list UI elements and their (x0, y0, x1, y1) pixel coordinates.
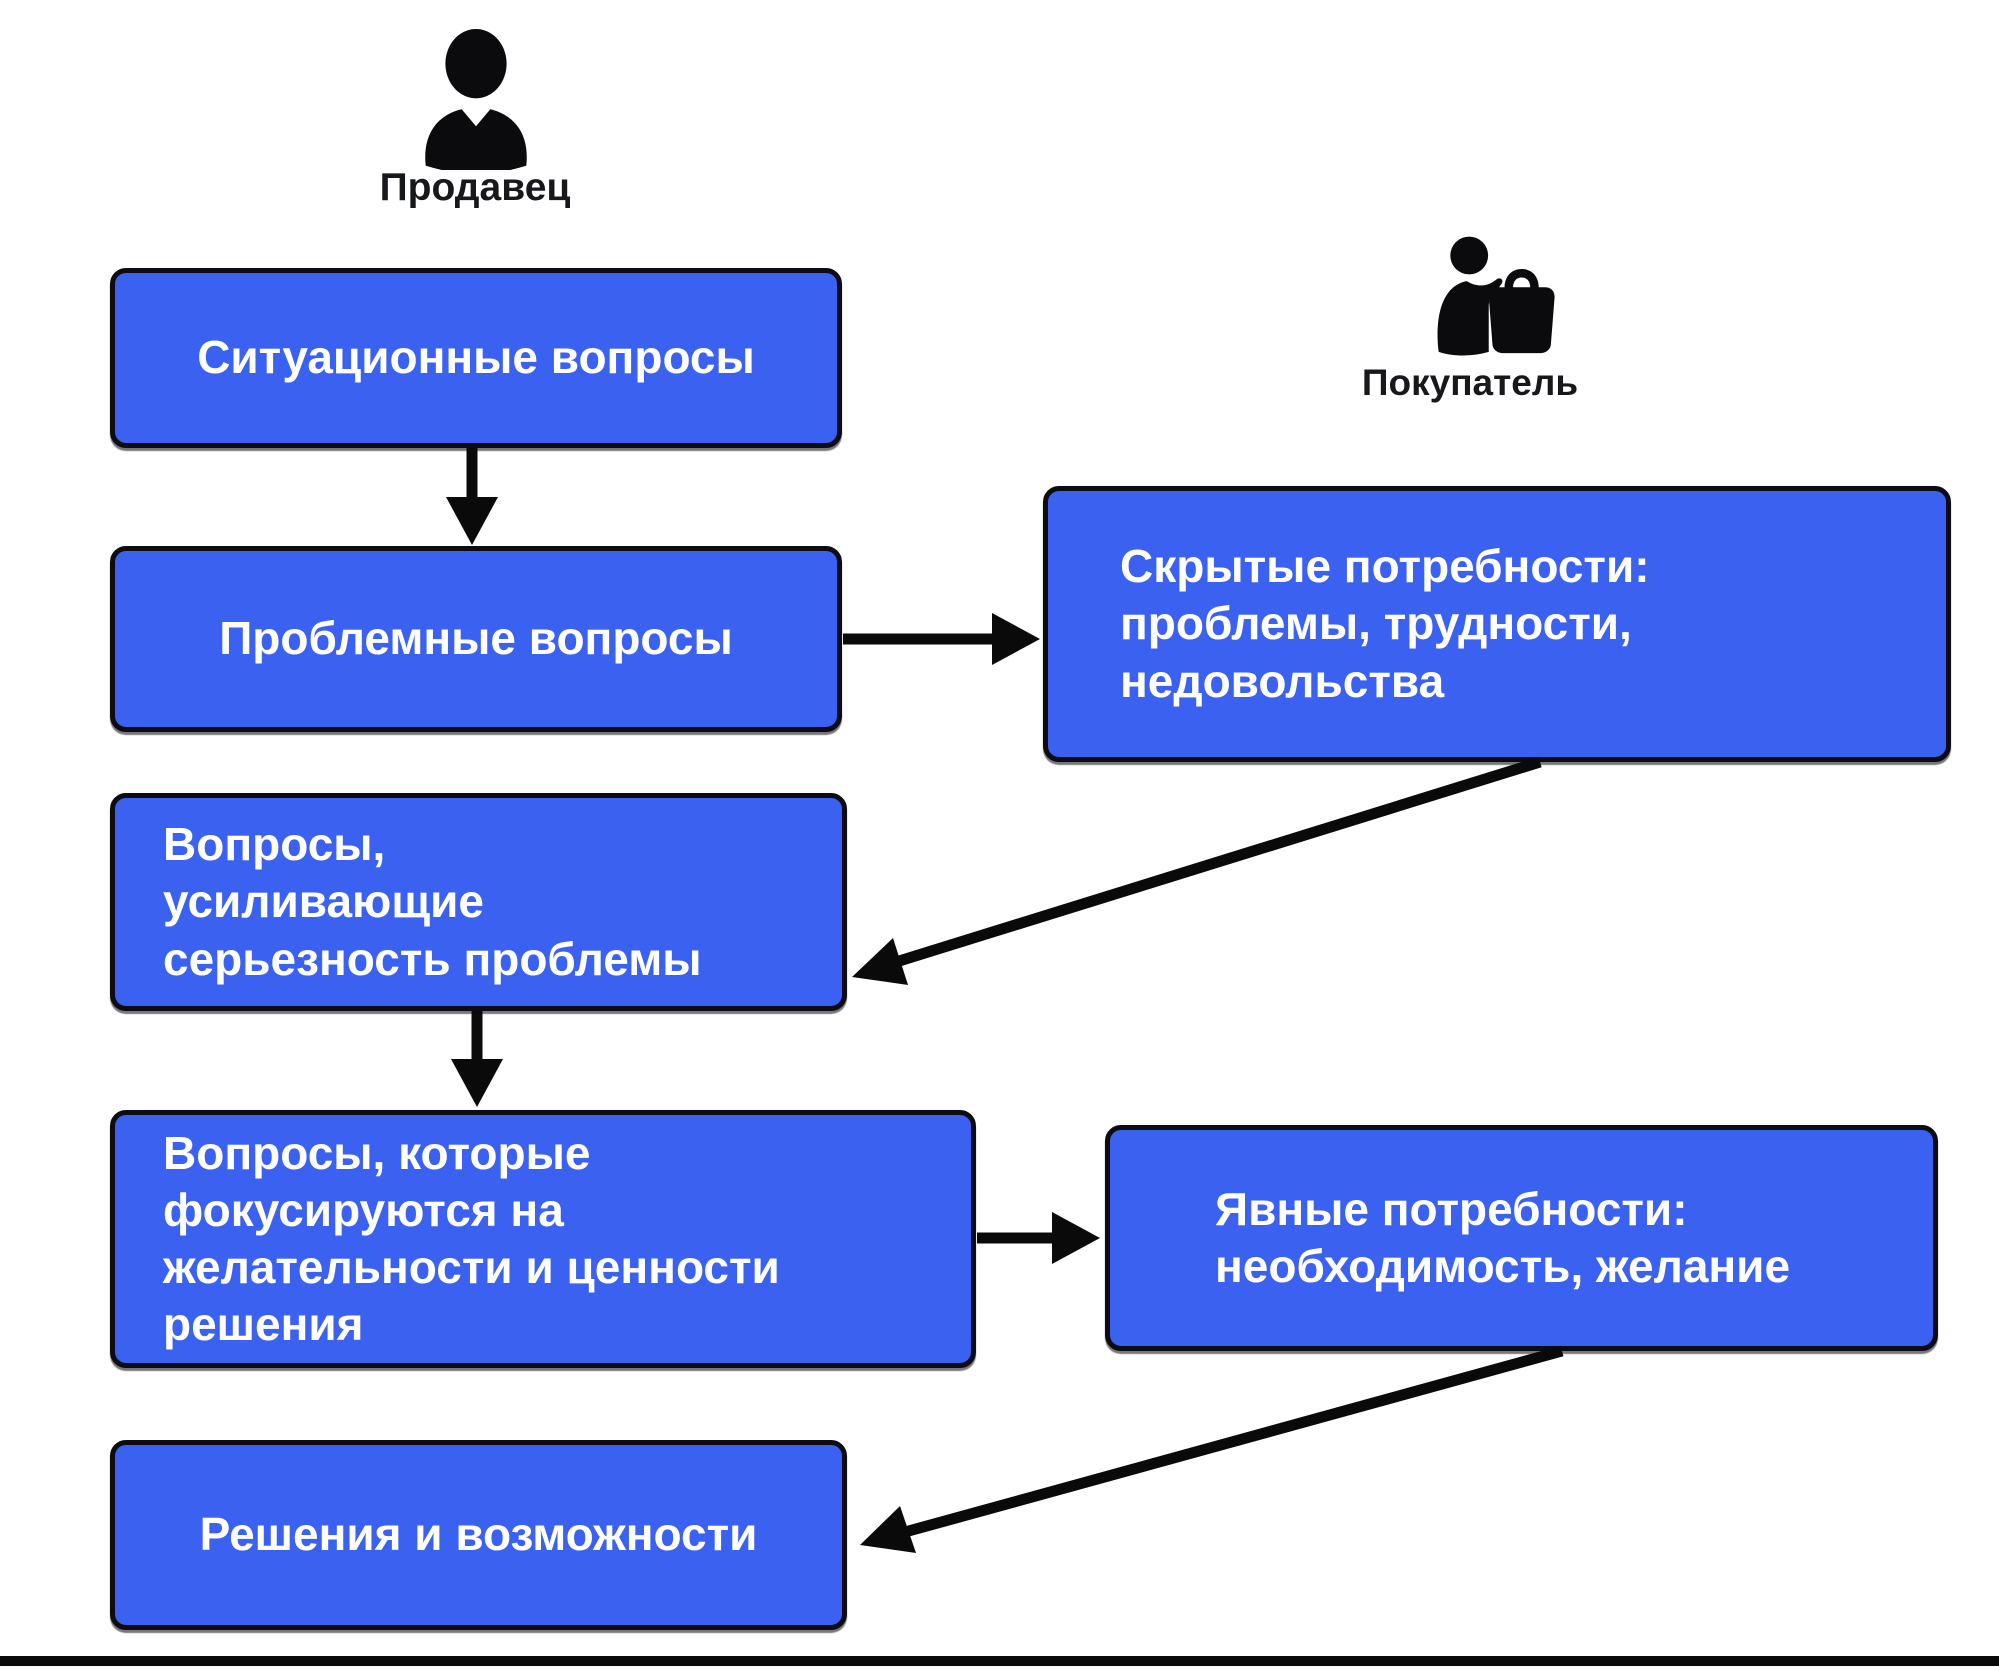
buyer-with-bag-icon (1437, 236, 1555, 356)
step-box-implication-questions: Вопросы, усиливающие серьезность проблем… (110, 793, 847, 1011)
step-box-situational-questions: Ситуационные вопросы (110, 268, 842, 448)
arrow-problem-to-hidden-needs (843, 613, 1040, 665)
state-box-explicit-needs: Явные потребности: необходимость, желани… (1105, 1125, 1938, 1351)
step-box-need-payoff-questions: Вопросы, которые фокусируются на желател… (110, 1110, 976, 1368)
state-box-hidden-needs: Скрытые потребности: проблемы, трудности… (1043, 486, 1951, 762)
step-box-problem-questions: Проблемные вопросы (110, 546, 842, 732)
arrow-need-payoff-to-explicit-needs (977, 1212, 1100, 1264)
buyer-label: Покупатель (1361, 362, 1579, 403)
arrow-hidden-needs-to-implication (852, 756, 1542, 985)
seller-label: Продавец (379, 166, 571, 209)
businessman-icon (425, 28, 527, 170)
bottom-divider-bar (0, 1656, 1999, 1666)
arrow-situational-to-problem (446, 448, 498, 545)
step-box-solutions: Решения и возможности (110, 1440, 847, 1630)
arrow-explicit-needs-to-solutions (860, 1345, 1564, 1553)
arrow-implication-to-need-payoff (451, 1011, 503, 1107)
